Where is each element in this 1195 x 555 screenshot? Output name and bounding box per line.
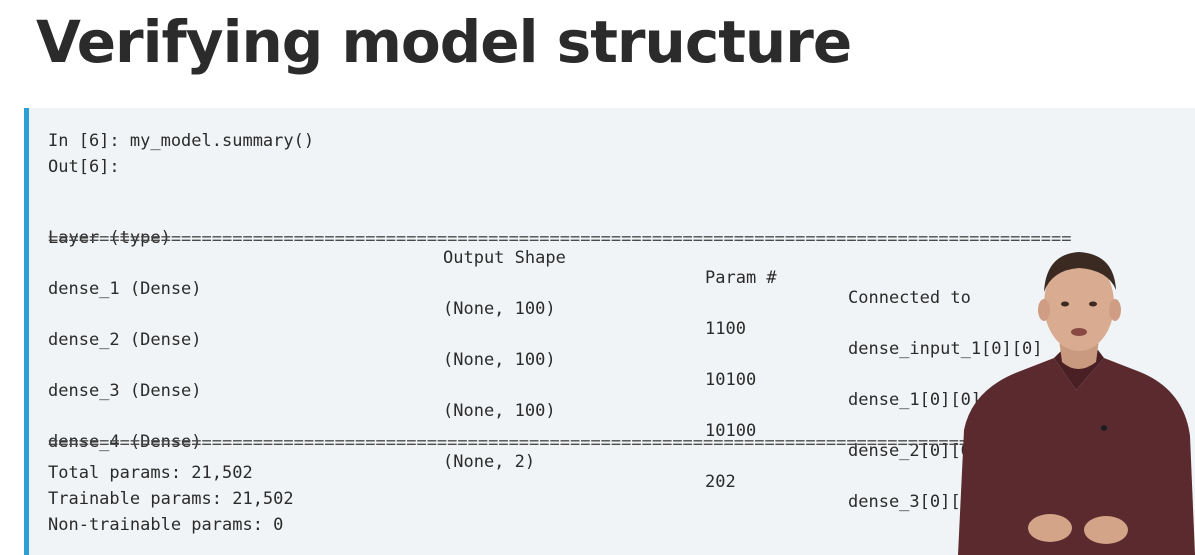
row-connected-to: dense_3[0][0] (848, 492, 982, 512)
row-connected-to: dense_1[0][0] (848, 390, 982, 410)
table-row: dense_1 (Dense) (None, 100) 1100 dense_i… (29, 256, 1195, 359)
divider-double: ========================================… (48, 436, 1072, 450)
row-layer: dense_1 (Dense) (48, 279, 202, 299)
row-output-shape: (None, 100) (443, 401, 556, 421)
slide-title: Verifying model structure (36, 8, 852, 76)
table-row: dense_4 (Dense) (None, 2) 202 dense_3[0]… (29, 409, 1195, 512)
row-output-shape: (None, 2) (443, 452, 536, 472)
table-row: dense_2 (Dense) (None, 100) 10100 dense_… (29, 307, 1195, 410)
row-output-shape: (None, 100) (443, 299, 556, 319)
divider-dashed: ________________________________________… (48, 192, 1072, 206)
input-prompt: In [6]: my_model.summary() (48, 131, 315, 151)
table-row: dense_3 (Dense) (None, 100) 10100 dense_… (29, 358, 1195, 461)
row-param: 10100 (705, 370, 757, 390)
row-layer: dense_2 (Dense) (48, 330, 202, 350)
total-params: Total params: 21,502 (48, 463, 253, 483)
trainable-params: Trainable params: 21,502 (48, 489, 294, 509)
header-output-shape: Output Shape (443, 248, 566, 268)
divider-dashed: ________________________________________… (48, 292, 1072, 306)
row-param: 1100 (705, 319, 746, 339)
row-layer: dense_4 (Dense) (48, 432, 202, 452)
header-param: Param # (705, 268, 777, 288)
presenter-video-overlay (958, 252, 1195, 555)
summary-header-row: Layer (type) Output Shape Param # Connec… (29, 205, 1195, 308)
header-connected-to: Connected to (848, 288, 971, 308)
divider-double: ========================================… (48, 232, 1072, 246)
header-layer: Layer (type) (48, 228, 171, 248)
row-connected-to: dense_2[0][0] (848, 441, 982, 461)
row-param: 202 (705, 472, 736, 492)
row-output-shape: (None, 100) (443, 350, 556, 370)
divider-dashed: ________________________________________… (48, 394, 1072, 408)
row-layer: dense_3 (Dense) (48, 381, 202, 401)
code-output-block: In [6]: my_model.summary() Out[6]: _____… (24, 108, 1195, 555)
row-param: 10100 (705, 421, 757, 441)
non-trainable-params: Non-trainable params: 0 (48, 515, 284, 535)
divider-dashed: ________________________________________… (48, 343, 1072, 357)
output-prompt: Out[6]: (48, 157, 120, 177)
row-connected-to: dense_input_1[0][0] (848, 339, 1043, 359)
